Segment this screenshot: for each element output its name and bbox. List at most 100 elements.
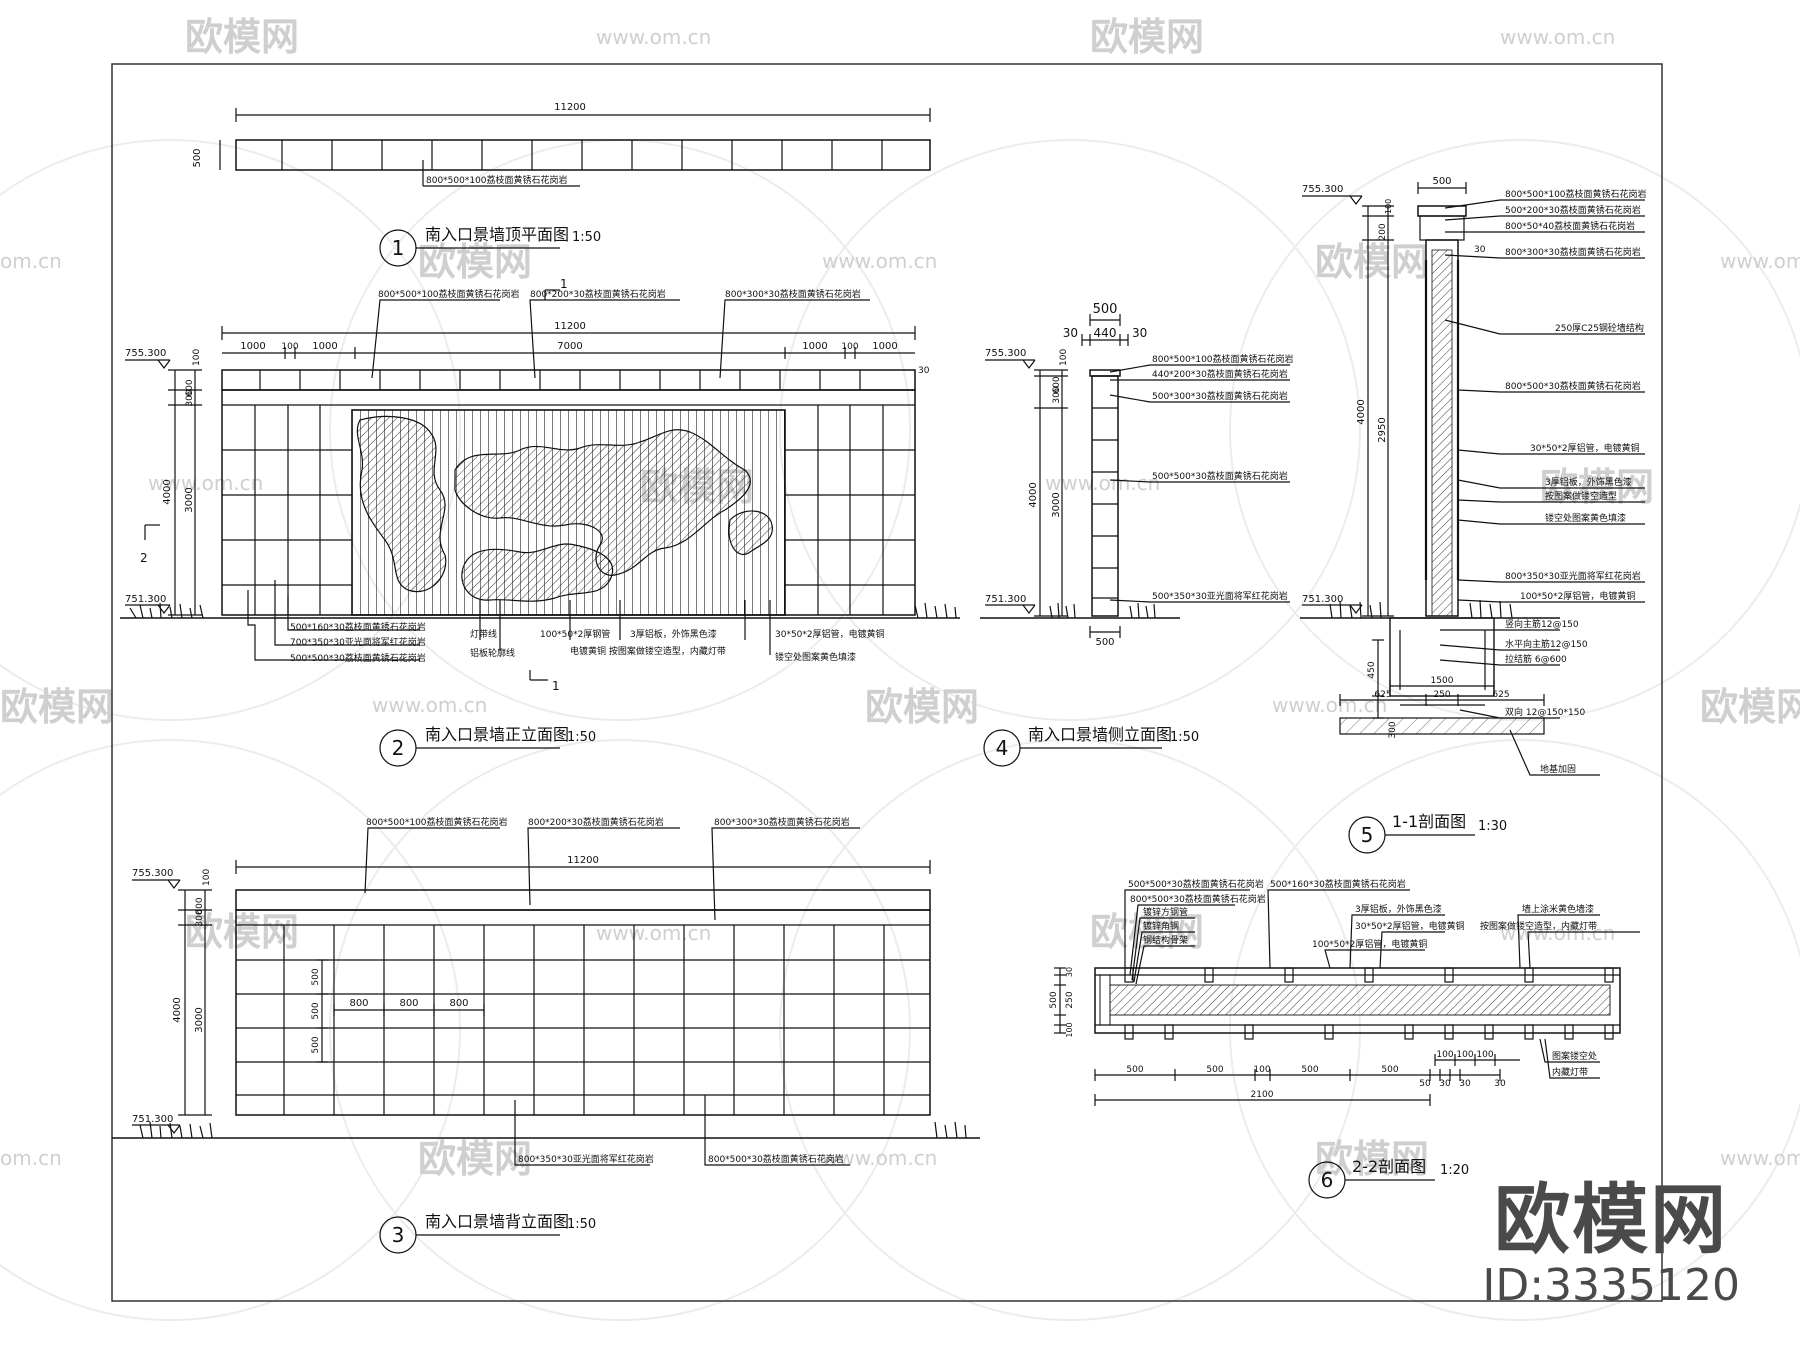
material-note: 800*500*100荔枝面黄锈石花岗岩 [378,288,520,300]
material-note: 电镀黄铜 按图案做镂空造型，内藏灯带 [570,645,726,657]
dim-height: 3000 [1051,492,1062,517]
watermark-logo: 欧模网 [0,685,114,729]
dim-width: 30 [1494,1079,1506,1089]
cloud-pattern [461,543,614,602]
dim-segment: 1000 [240,341,265,352]
material-note: 500*350*30亚光面将军红花岗岩 [1152,590,1288,602]
elevation-top: 755.300 [132,868,173,879]
material-note: 竖向主筋12@150 [1505,618,1579,630]
material-note: 800*300*30荔枝面黄锈石花岗岩 [1505,246,1641,258]
dim-width: 100 [1253,1065,1270,1075]
foundation-bed [1339,717,1545,735]
dim-width: 250 [1433,690,1450,700]
dim-width: 100 [1476,1050,1493,1060]
dim-height: 2950 [1377,417,1388,442]
view-4-side-elevation [980,314,1290,767]
dim-height: 500 [1049,991,1059,1008]
material-note: 水平向主筋12@150 [1505,638,1588,650]
elevation-bottom: 751.300 [132,1114,173,1125]
dim-width: 500 [1206,1065,1223,1075]
material-note: 镀锌方钢管 [1143,906,1188,918]
watermark-url: www.om.cn [148,471,263,495]
section-mark: 2 [140,551,148,565]
watermark-url: www.om.cn [372,693,487,717]
watermark-url: www.om.cn [1272,693,1387,717]
view-1-top-plan [219,108,931,267]
watermark-logo: 欧模网 [185,910,299,954]
material-note: 250厚C25钢砼墙结构 [1555,322,1644,334]
material-note: 镂空处图案黄色填漆 [1545,512,1626,524]
dim-width: 30 [1459,1079,1471,1089]
dim-height: 100 [1384,199,1393,214]
watermark-logo: 欧模网 [418,1137,532,1181]
watermark-logo: 欧模网 [418,240,532,284]
material-note: 800*200*30荔枝面黄锈石花岗岩 [530,288,666,300]
material-note: 800*200*30荔枝面黄锈石花岗岩 [528,816,664,828]
section-mark: 1 [560,277,568,291]
concrete-core [1431,249,1453,617]
dim-height: 600 [1052,376,1062,393]
view-5-labels: 500 755.300 751.300 100 200 30 2950 4000… [1302,176,1647,847]
material-note: 铝板轮廓线 [470,647,515,659]
elevation-top: 755.300 [985,348,1026,359]
wall-body [235,909,931,1116]
dim-width: 625 [1492,690,1509,700]
footing [1389,617,1495,697]
material-note: 500*500*30荔枝面黄锈石花岗岩 [1152,470,1288,482]
view-scale: 1:30 [1478,819,1507,834]
dim-height: 300 [1388,721,1398,738]
dim-height: 100 [192,349,202,366]
view-4-labels: 500 30 440 30 500 100 300 600 3000 4000 … [985,302,1294,760]
dim-height: 30 [1065,967,1074,977]
view-title: 南入口景墙侧立面图 [1028,725,1172,744]
material-note: 钢结构骨架 [1143,934,1188,946]
material-note: 800*500*100荔枝面黄锈石花岗岩 [1152,353,1294,365]
view-1-labels: 11200 500 800*500*100荔枝面黄锈石花岗岩 1 南入口景墙顶平… [192,102,601,260]
sheet-frame [111,63,1663,1302]
material-note: 800*500*30荔枝面黄锈石花岗岩 [1505,380,1641,392]
view-title: 南入口景墙正立面图 [425,725,569,744]
view-number: 4 [996,736,1009,760]
dim-width: 625 [1374,690,1391,700]
wall-coping [221,369,916,391]
dim-height: 100 [1059,349,1069,366]
material-note: 双向 12@150*150 [1505,706,1585,718]
view-number: 5 [1361,823,1374,847]
dim-segment: 800 [349,998,368,1009]
view-number: 6 [1321,1168,1334,1192]
dim-height: 300 [185,389,195,406]
dim-width: 500 [1095,637,1114,648]
dim-height: 600 [195,897,205,914]
material-note: 拉结筋 6@600 [1505,653,1567,665]
view-title: 2-2剖面图 [1352,1157,1426,1176]
view-title: 南入口景墙顶平面图 [425,225,569,244]
dim-total: 11200 [554,321,586,332]
dim-total: 11200 [554,102,586,113]
view-number: 1 [392,236,405,260]
watermark-id: ID:3335120 [1482,1260,1740,1311]
dim-height: 30 [1474,245,1486,255]
dim-height: 30 [918,366,930,376]
material-note: 800*500*100荔枝面黄锈石花岗岩 [366,816,508,828]
material-note: 500*160*30荔枝面黄锈石花岗岩 [290,621,426,633]
view-3-back-elevation [112,827,980,1254]
dim-width: 500 [1381,1065,1398,1075]
dim-height: 450 [1367,661,1377,678]
view-2-labels: 11200 1000 100 1000 7000 1000 100 1000 3… [125,277,930,760]
dim-height: 3000 [184,487,195,512]
dim-depth: 500 [192,148,203,167]
view-scale: 1:50 [567,730,596,745]
watermark-url: www.om.cn [596,25,711,49]
dim-height: 600 [185,379,195,396]
dim-segment: 500 [311,968,321,985]
material-note: 灯带线 [470,628,497,640]
dim-height: 3000 [194,1007,205,1032]
dim-height: 4000 [172,997,183,1022]
dim-width: 30 [1132,326,1147,340]
watermark-brand-name: 欧模网 [1494,1175,1729,1264]
dim-height: 100 [1065,1022,1074,1037]
material-note: 3厚铝板，外饰黑色漆 [630,628,717,640]
dim-width: 1500 [1431,676,1454,686]
watermark-url: www.om.cn [1500,25,1615,49]
dim-width: 500 [1301,1065,1318,1075]
